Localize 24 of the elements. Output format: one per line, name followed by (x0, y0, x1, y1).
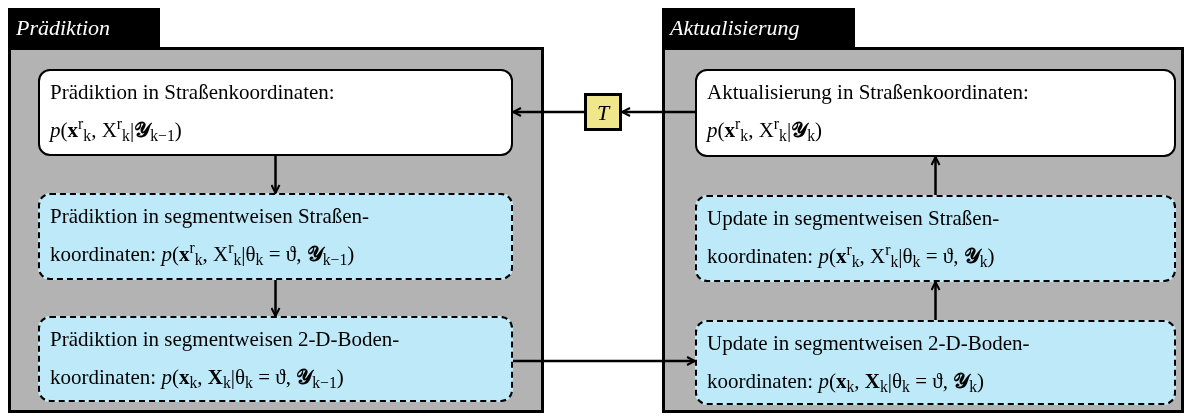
arrow (270, 156, 281, 194)
box-text: Prädiktion in segmentweisen 2-D-Boden- koordinaten: p(x$_{k}$, X$_{k}$|θ$_{k}$ = ϑ, 𝒴$_{k−1}$) (50, 326, 401, 393)
box-text: Update in segmentweisen Straßen- koordinaten: p(x$^{r}$$_{k}$, X$^{r}$$_{k}$|θ$_{k}$ = ϑ, 𝒴$_{k}$) (707, 205, 1001, 272)
box-text: Update in segmentweisen 2-D-Boden- koordinaten: p(x$_{k}$, X$_{k}$|θ$_{k}$ = ϑ, 𝒴$_{k}$) (707, 330, 1031, 397)
process-box (695, 195, 1176, 282)
process-box (38, 316, 513, 402)
box-text: Prädiktion in Straßenkoordinaten: (50, 79, 336, 106)
box-text: Aktualisierung in Straßenkoordinaten: (707, 79, 1030, 106)
process-box (695, 69, 1176, 157)
arrow (930, 281, 941, 320)
box-text: p(x$^{r}$$_{k}$, X$^{r}$$_{k}$|𝒴$_{k}$) (707, 114, 823, 146)
arrow (513, 356, 696, 366)
process-box (38, 69, 513, 156)
arrow (270, 280, 281, 317)
transform-box: T (584, 93, 622, 131)
panel-title-tab: Aktualisierung (662, 8, 855, 47)
panel-title-tab: Prädiktion (8, 8, 160, 47)
process-box (695, 320, 1176, 405)
box-text: Prädiktion in segmentweisen Straßen- koordinaten: p(x$^{r}$$_{k}$, X$^{r}$$_{k}$|θ$_{k}$ = ϑ, 𝒴$_{k−1}$) (50, 203, 371, 270)
arrow (621, 107, 695, 117)
arrow (512, 107, 584, 117)
arrow (930, 156, 941, 195)
process-box (38, 193, 513, 280)
box-text: p(x$^{r}$$_{k}$, X$^{r}$$_{k}$|𝒴$_{k−1}$) (50, 114, 183, 146)
